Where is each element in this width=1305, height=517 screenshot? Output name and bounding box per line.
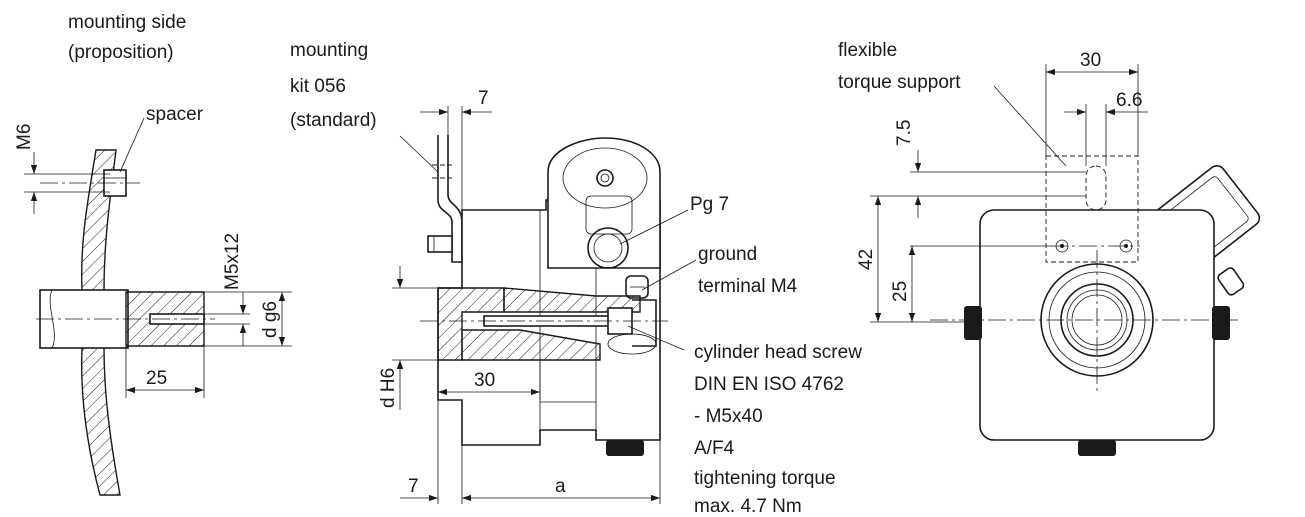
label-torque-support: torque support: [838, 72, 961, 93]
dim-7-5: 7.5: [894, 120, 915, 146]
label-proposition: (proposition): [68, 42, 174, 63]
label-mounting: mounting: [290, 40, 368, 61]
label-mounting-side: mounting side: [68, 12, 186, 33]
dim-30-mid: 30: [474, 370, 495, 391]
encoder-front-view: [930, 155, 1261, 456]
dim-m5x12: M5x12: [222, 233, 243, 290]
right-view-dimensions: [870, 64, 1148, 323]
label-ground: ground: [698, 244, 757, 265]
encoder-side-view: [420, 135, 668, 456]
label-screw-2: DIN EN ISO 4762: [694, 374, 844, 395]
dim-25-left: 25: [146, 368, 167, 389]
label-pg7: Pg 7: [690, 194, 729, 215]
middle-view-dimensions: [392, 106, 661, 504]
label-screw-6: max. 4.7 Nm: [694, 496, 802, 517]
dim-7-top: 7: [478, 88, 489, 109]
label-spacer: spacer: [146, 104, 204, 125]
dim-m6: M6: [14, 124, 35, 150]
label-screw-1: cylinder head screw: [694, 342, 862, 363]
dim-30-right: 30: [1080, 50, 1101, 71]
dim-6-6: 6.6: [1116, 90, 1142, 111]
label-terminal-m4: terminal M4: [698, 276, 798, 297]
label-flexible: flexible: [838, 40, 897, 61]
dim-a: a: [555, 476, 566, 497]
mounting-kit-bracket: [437, 135, 463, 263]
middle-leaders: [399, 135, 697, 351]
label-kit-056: kit 056: [290, 76, 346, 97]
dim-d-g6: d g6: [260, 301, 281, 338]
connector-hood: [547, 137, 661, 269]
mounting-side-view: [36, 149, 215, 496]
dim-d-h6: d H6: [378, 368, 399, 408]
label-standard: (standard): [290, 110, 377, 131]
dim-25-right: 25: [890, 281, 911, 302]
label-screw-3: - M5x40: [694, 406, 763, 427]
label-screw-4: A/F4: [694, 438, 735, 459]
dim-42: 42: [856, 249, 877, 270]
left-view-dimensions: [24, 152, 292, 398]
annotations: mounting side (proposition) spacer mount…: [14, 12, 1142, 517]
dim-7-bottom: 7: [408, 476, 419, 497]
label-screw-5: tightening torque: [694, 468, 836, 489]
